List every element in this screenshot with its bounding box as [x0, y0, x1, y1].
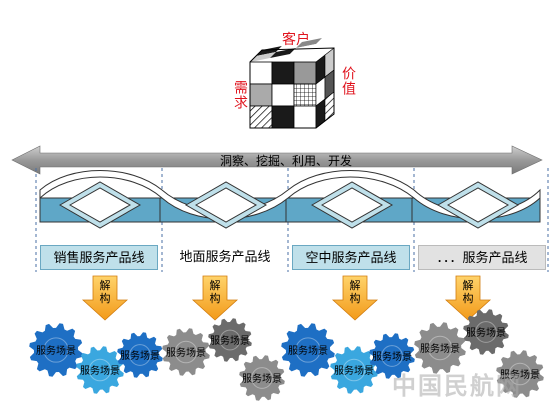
svg-text:解构: 解构 [350, 278, 361, 305]
service-scenario-gear: 服务场景 [330, 346, 378, 394]
decompose-arrow: 解构 [191, 275, 239, 321]
service-scenario-gear: 服务场景 [369, 333, 415, 379]
service-scenario-label: 服务场景 [500, 368, 540, 381]
watermark: 中国民航网 [392, 372, 522, 400]
integration-ribbon [39, 170, 541, 229]
service-scenario-gear: 服务场景 [29, 323, 83, 377]
service-scenario-gear: 服务场景 [496, 350, 544, 398]
service-scenario-label: 服务场景 [288, 344, 328, 357]
product-line-air: 空中服务产品线 [292, 245, 410, 270]
service-scenario-label: 服务场景 [80, 364, 120, 377]
cube-right-face [315, 47, 335, 129]
service-scenario-label: 服务场景 [210, 334, 250, 347]
cube-top-label: 客户 [282, 31, 310, 48]
service-scenario-label: 服务场景 [242, 372, 282, 385]
section-separators [35, 168, 549, 272]
service-scenario-gear: 服务场景 [414, 322, 466, 374]
service-scenario-label: 服务场景 [36, 344, 76, 357]
insight-arrow-label: 洞察、挖掘、利用、开发 [220, 153, 352, 168]
service-scenario-gear: 服务场景 [162, 328, 210, 376]
service-scenario-label: 服务场景 [372, 350, 412, 363]
svg-text:解构: 解构 [100, 278, 111, 305]
cube-front-face [249, 61, 317, 129]
service-scenario-gear: 服务场景 [76, 346, 124, 394]
product-line-other: ．．．服务产品线 [418, 245, 546, 270]
rubik-cube [249, 38, 335, 129]
service-scenario-gear: 服务场景 [463, 309, 509, 355]
service-scenario-label: 服务场景 [120, 349, 160, 362]
service-scenario-gear: 服务场景 [239, 355, 285, 401]
service-scenario-label: 服务场景 [420, 342, 460, 355]
service-scenario-gear: 服务场景 [208, 318, 252, 362]
decompose-arrow: 解构 [81, 275, 129, 321]
decompose-arrow: 解构 [331, 275, 379, 321]
decompose-arrow: 解构 [444, 275, 492, 321]
service-scenario-label: 服务场景 [166, 346, 206, 359]
decompose-arrows: 解构 解构 解构 解构 [81, 275, 492, 321]
service-scenario-label: 服务场景 [466, 326, 506, 339]
product-line-ground: 地面服务产品线 [166, 245, 284, 270]
svg-text:解构: 解构 [463, 278, 474, 305]
cube-right-label: 价值 [340, 66, 356, 96]
cube-left-label: 需求 [232, 80, 248, 110]
service-scenario-gear: 服务场景 [281, 323, 335, 377]
svg-text:解构: 解构 [210, 278, 221, 305]
service-scenario-gear: 服务场景 [117, 332, 163, 378]
service-scenario-label: 服务场景 [334, 364, 374, 377]
product-line-sales: 销售服务产品线 [40, 245, 158, 270]
service-scenario-gears: 服务场景服务场景服务场景服务场景服务场景服务场景服务场景服务场景服务场景服务场景… [29, 309, 544, 401]
insight-arrow [11, 145, 543, 175]
